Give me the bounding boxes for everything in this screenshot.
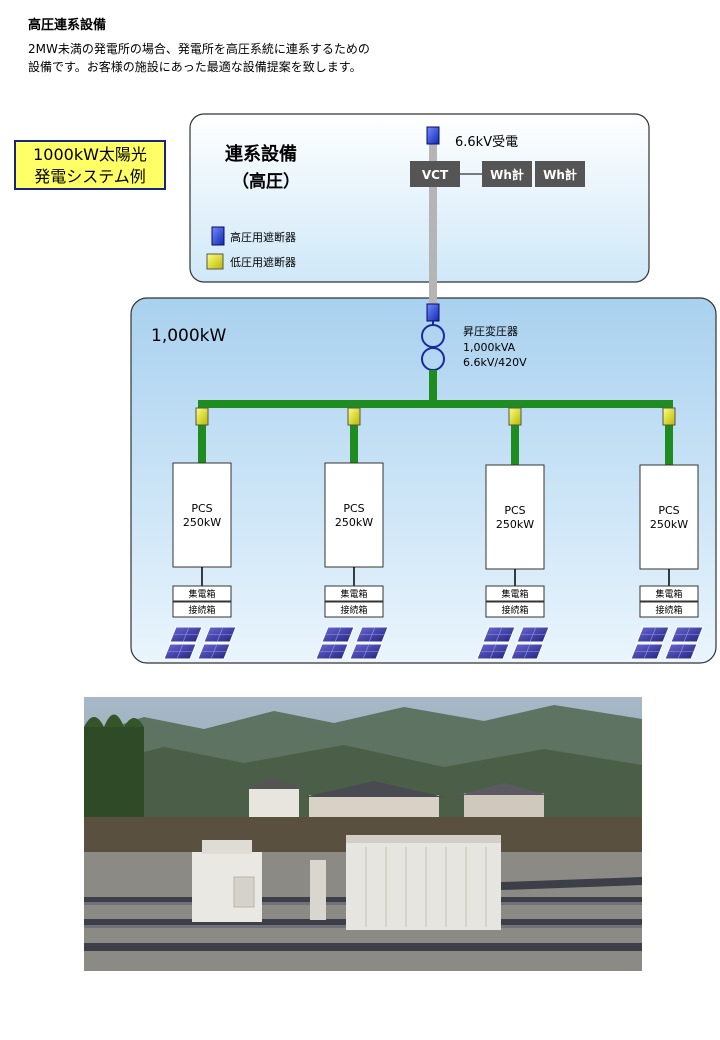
solar-panel-icon [630, 626, 704, 660]
wh-meter-2-label: Wh計 [543, 167, 577, 182]
wh-meter-2 [535, 161, 585, 187]
interconnection-title-1: 連系設備 [225, 143, 297, 165]
high-voltage-breaker-icon [426, 126, 440, 145]
collector-box [639, 585, 699, 602]
pcs-box [639, 464, 699, 570]
pcs-rating: 250kW [335, 516, 373, 529]
page-description: 2MW未満の発電所の場合、発電所を高圧系統に連系するための 設備です。お客様の施… [28, 40, 370, 76]
low-voltage-bus [198, 400, 673, 408]
solar-panel-icon [315, 626, 389, 660]
pcs-rating: 250kW [183, 516, 221, 529]
junction-box [485, 601, 545, 618]
pcs-box [324, 462, 384, 568]
branch-line [350, 408, 358, 463]
branch-line [198, 408, 206, 463]
pcs-rating: 250kW [496, 518, 534, 531]
low-voltage-breaker-icon [508, 407, 522, 426]
junction-box-label: 接続箱 [188, 604, 215, 616]
low-voltage-breaker-icon [662, 407, 676, 426]
feeder-line [429, 140, 437, 306]
wh-meter-1-label: Wh計 [490, 167, 524, 182]
vct-box [410, 161, 460, 187]
plant-capacity: 1,000kW [151, 326, 227, 346]
low-voltage-breaker-icon [195, 407, 209, 426]
high-voltage-breaker-icon [426, 303, 440, 322]
system-example-badge: 1000kW太陽光 発電システム例 [14, 140, 166, 190]
high-voltage-breaker-icon [211, 226, 225, 246]
pcs-rating: 250kW [650, 518, 688, 531]
transformer-voltage: 6.6kV/420V [463, 356, 527, 369]
low-voltage-bus [429, 370, 437, 400]
junction-box-label: 接続箱 [501, 604, 528, 616]
branch-line [665, 408, 673, 465]
legend-high-voltage-label: 高圧用遮断器 [230, 230, 296, 244]
collector-box-label: 集電箱 [340, 588, 367, 600]
system-diagram: 連系設備 （高圧） 1,000kW 6.6kV受電 VCT Wh計 Wh計 高圧… [130, 113, 717, 664]
collector-box-label: 集電箱 [501, 588, 528, 600]
junction-box [172, 601, 232, 618]
junction-box [324, 601, 384, 618]
transformer-name: 昇圧変圧器 [463, 324, 518, 338]
wh-meter-1 [482, 161, 532, 187]
low-voltage-breaker-icon [347, 407, 361, 426]
collector-box [485, 585, 545, 602]
pcs-box [172, 462, 232, 568]
collector-box-label: 集電箱 [188, 588, 215, 600]
installation-photo [84, 697, 642, 971]
legend-low-voltage-label: 低圧用遮断器 [230, 255, 296, 269]
pcs-label: PCS [658, 504, 679, 517]
badge-line-2: 発電システム例 [34, 167, 146, 186]
installation-photo-image [84, 697, 642, 971]
junction-box-label: 接続箱 [340, 604, 367, 616]
interconnection-panel [189, 113, 650, 283]
pcs-box [485, 464, 545, 570]
collector-box [172, 585, 232, 602]
solar-panel-icon [163, 626, 237, 660]
branch-line [511, 408, 519, 465]
junction-box-label: 接続箱 [655, 604, 682, 616]
junction-box [639, 601, 699, 618]
description-line-1: 2MW未満の発電所の場合、発電所を高圧系統に連系するための [28, 42, 370, 56]
transformer-kva: 1,000kVA [463, 341, 516, 354]
badge-line-1: 1000kW太陽光 [33, 145, 147, 164]
collector-box-label: 集電箱 [655, 588, 682, 600]
pcs-label: PCS [191, 502, 212, 515]
solar-panel-icon [476, 626, 550, 660]
generation-panel [130, 297, 717, 664]
pcs-label: PCS [343, 502, 364, 515]
receiving-label: 6.6kV受電 [455, 135, 518, 150]
description-line-2: 設備です。お客様の施設にあった最適な設備提案を致します。 [28, 60, 362, 74]
low-voltage-breaker-icon [206, 253, 224, 270]
collector-box [324, 585, 384, 602]
pcs-branches: PCS250kW集電箱接続箱PCS250kW集電箱接続箱PCS250kW集電箱接… [163, 407, 704, 660]
vct-label: VCT [422, 168, 449, 182]
interconnection-title-2: （高圧） [232, 171, 300, 192]
page-title: 高圧連系設備 [28, 18, 107, 33]
pcs-label: PCS [504, 504, 525, 517]
